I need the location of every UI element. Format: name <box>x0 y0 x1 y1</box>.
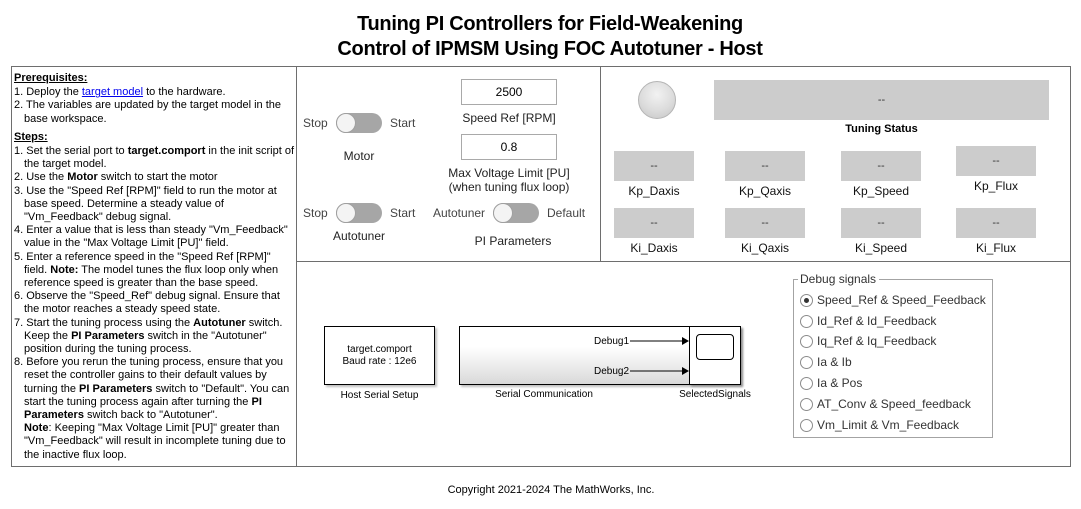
tuning-status-label: Tuning Status <box>845 123 918 135</box>
step-item-7: 7. Start the tuning process using the Au… <box>14 316 283 356</box>
max-voltage-label: Max Voltage Limit [PU] (when tuning flux… <box>448 166 570 194</box>
scope-screen-icon <box>696 334 734 360</box>
debug-signal-option[interactable]: Ia & Ib <box>800 355 852 369</box>
instructions-panel: Prerequisites: 1. Deploy the target mode… <box>14 72 296 462</box>
note-item: Note: Keeping "Max Voltage Limit [PU]" g… <box>24 422 286 461</box>
ki-qaxis-display: -- <box>725 208 805 238</box>
motor-switch[interactable] <box>336 113 382 133</box>
autotuner-switch-knob[interactable] <box>336 203 356 223</box>
host-serial-baud-text: Baud rate : 12e6 <box>342 355 417 367</box>
debug-signal-option[interactable]: Id_Ref & Id_Feedback <box>800 314 936 328</box>
ki-speed-display: -- <box>841 208 921 238</box>
pi-parameters-switch-knob[interactable] <box>493 203 513 223</box>
serial-communication-caption: Serial Communication <box>495 389 593 400</box>
page-title-line1: Tuning PI Controllers for Field-Weakenin… <box>357 13 743 35</box>
tuning-status-display: -- <box>714 80 1049 120</box>
step-item-5: 5. Enter a reference speed in the "Speed… <box>14 250 279 290</box>
copyright-text: Copyright 2021-2024 The MathWorks, Inc. <box>447 484 655 496</box>
kp-qaxis-label: Kp_Qaxis <box>738 184 792 198</box>
kp-speed-display: -- <box>841 151 921 181</box>
kp-qaxis-display: -- <box>725 151 805 181</box>
selected-signals-caption: SelectedSignals <box>679 389 751 400</box>
motor-switch-knob[interactable] <box>336 113 356 133</box>
ki-flux-label: Ki_Flux <box>975 241 1016 255</box>
frame-bottom <box>11 466 1071 467</box>
step-item-3: 3. Use the "Speed Ref [RPM]" field to ru… <box>14 184 277 224</box>
host-serial-setup-block[interactable]: target.comport Baud rate : 12e6 <box>324 326 435 385</box>
debug-signal-option[interactable]: Speed_Ref & Speed_Feedback <box>800 293 986 307</box>
tuning-status-lamp <box>638 81 676 119</box>
step-item-4: 4. Enter a value that is less than stead… <box>14 224 288 250</box>
motor-start-label: Start <box>390 116 416 130</box>
radio-button[interactable] <box>800 334 813 348</box>
divider-instructions <box>296 66 297 466</box>
pi-parameters-label: PI Parameters <box>474 234 552 248</box>
motor-stop-label: Stop <box>303 116 328 130</box>
radio-button[interactable] <box>800 418 813 432</box>
autotuner-start-label: Start <box>390 206 416 220</box>
selected-signals-scope-block[interactable] <box>689 326 741 385</box>
debug-signal-option[interactable]: Ia & Pos <box>800 376 862 390</box>
ki-daxis-label: Ki_Daxis <box>630 241 678 255</box>
debug2-port-label: Debug2 <box>594 366 630 377</box>
kp-flux-display: -- <box>956 146 1036 176</box>
target-model-link[interactable]: target model <box>81 86 144 99</box>
motor-label: Motor <box>343 149 375 163</box>
debug-signal-option[interactable]: Iq_Ref & Iq_Feedback <box>800 334 936 348</box>
radio-button[interactable] <box>800 355 813 369</box>
divider-controls-status <box>600 66 601 261</box>
ki-speed-label: Ki_Speed <box>854 241 908 255</box>
debug1-arrow-icon <box>682 337 689 345</box>
speed-ref-input[interactable] <box>461 79 557 105</box>
autotuner-switch[interactable] <box>336 203 382 223</box>
radio-button[interactable] <box>800 376 813 390</box>
host-serial-comport-text: target.comport <box>347 343 412 355</box>
debug-signals-legend: Debug signals <box>798 272 880 286</box>
debug-signal-option[interactable]: Vm_Limit & Vm_Feedback <box>800 418 959 432</box>
pi-parameters-switch[interactable] <box>493 203 539 223</box>
step-item-2: 2. Use the Motor switch to start the mot… <box>14 171 218 184</box>
step-item-8: 8. Before you rerun the tuning process, … <box>14 356 290 422</box>
debug1-port-label: Debug1 <box>594 336 630 347</box>
frame-left <box>11 66 12 466</box>
page-title: Tuning PI Controllers for Field-Weakenin… <box>300 12 800 62</box>
radio-button-selected[interactable] <box>800 293 813 307</box>
prereq-item-2: 2. The variables are updated by the targ… <box>14 99 282 125</box>
pi-autotuner-label: Autotuner <box>433 206 486 220</box>
kp-speed-label: Kp_Speed <box>852 184 910 198</box>
host-serial-setup-caption: Host Serial Setup <box>340 390 419 401</box>
frame-top <box>11 66 1071 67</box>
speed-ref-label: Speed Ref [RPM] <box>462 111 556 125</box>
debug2-arrow-icon <box>682 367 689 375</box>
ki-flux-display: -- <box>956 208 1036 238</box>
ki-daxis-display: -- <box>614 208 694 238</box>
step-item-1: 1. Set the serial port to target.comport… <box>14 145 295 171</box>
page-title-line2: Control of IPMSM Using FOC Autotuner - H… <box>337 38 763 60</box>
ki-qaxis-label: Ki_Qaxis <box>740 241 790 255</box>
debug-signal-option[interactable]: AT_Conv & Speed_feedback <box>800 397 971 411</box>
autotuner-stop-label: Stop <box>303 206 328 220</box>
autotuner-label: Autotuner <box>332 229 386 243</box>
debug-signals-group <box>793 279 993 438</box>
divider-upper-lower <box>296 261 1071 262</box>
kp-daxis-display: -- <box>614 151 694 181</box>
kp-daxis-label: Kp_Daxis <box>628 184 680 198</box>
step-item-6: 6. Observe the "Speed_Ref" debug signal.… <box>14 290 280 316</box>
max-voltage-input[interactable] <box>461 134 557 160</box>
pi-default-label: Default <box>547 206 586 220</box>
kp-flux-label: Kp_Flux <box>973 179 1019 193</box>
signal-lines <box>630 337 689 375</box>
radio-button[interactable] <box>800 397 813 411</box>
prereq-item-1: 1. Deploy the target model to the hardwa… <box>14 86 226 99</box>
steps-heading: Steps: <box>14 130 48 143</box>
frame-right <box>1070 66 1071 466</box>
radio-button[interactable] <box>800 314 813 328</box>
prerequisites-heading: Prerequisites: <box>14 72 88 84</box>
